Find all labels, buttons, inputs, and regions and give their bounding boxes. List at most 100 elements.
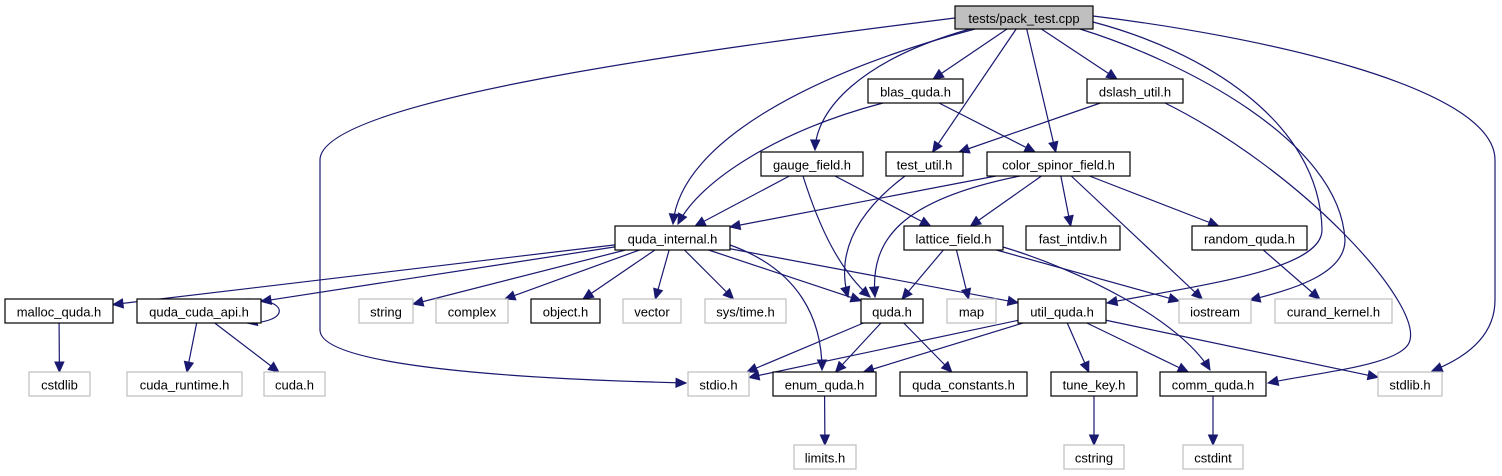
node-box [358,298,414,324]
arrowhead-icon [1200,358,1211,372]
node-enum-quda[interactable]: enum_quda.h [772,371,877,397]
edge-line [729,244,823,371]
node-box[interactable] [1017,298,1107,324]
node-gauge-field[interactable]: gauge_field.h [760,151,864,177]
node-color-spinor-field[interactable]: color_spinor_field.h [986,151,1131,177]
node-box[interactable] [760,151,864,177]
node-blas-quda[interactable]: blas_quda.h [867,78,964,104]
edge-quda-to-quda_constants [903,322,953,373]
node-stdlib: stdlib.h [1377,371,1443,397]
node-box[interactable] [1191,225,1308,251]
node-label: iostream [1190,305,1240,320]
arrowhead-icon [819,434,831,447]
node-box[interactable] [885,151,964,177]
edge-line [863,322,1024,373]
node-box[interactable] [860,298,924,324]
edge-quda_internal-to-malloc_quda [111,244,616,309]
arrowhead-icon [1430,362,1444,373]
edge-line [677,102,884,225]
node-label: string [370,305,402,320]
node-label: map [959,305,984,320]
node-box[interactable] [954,5,1094,30]
edge-dslash_util-to-test_util [957,102,1101,154]
arrowhead-icon [722,287,735,300]
node-box[interactable] [772,371,877,397]
edge-line [835,322,882,373]
node-box [622,298,682,324]
node-object[interactable]: object.h [530,298,601,324]
node-box [946,298,997,324]
node-cstdint: cstdint [1182,444,1244,470]
arrowhead-icon [1206,217,1220,228]
node-pack-test[interactable]: tests/pack_test.cpp [954,5,1094,30]
node-box[interactable] [899,371,1028,397]
node-label: tests/pack_test.cpp [968,11,1079,26]
edge-color_spinor_field-to-iostream [1070,175,1204,300]
edge-line [412,249,626,305]
node-label: enum_quda.h [785,378,865,393]
node-label: complex [448,305,497,320]
node-box[interactable] [1025,225,1121,251]
node-box [704,298,787,324]
edge-quda_internal-to-vector [653,249,670,301]
node-test-util[interactable]: test_util.h [885,151,964,177]
node-label: stdio.h [699,378,737,393]
edge-line [319,17,956,384]
edge-line [214,322,280,373]
node-box[interactable] [136,298,262,324]
node-cstdlib: cstdlib [28,371,91,397]
edge-dslash_util-to-comm_quda [1164,102,1412,386]
arrowhead-icon [1088,434,1100,447]
node-box[interactable] [867,78,964,104]
node-box[interactable] [614,225,731,251]
node-box [1182,444,1244,470]
edge-quda-to-enum_quda [834,322,882,373]
node-tune-key[interactable]: tune_key.h [1050,371,1138,397]
node-comm-quda[interactable]: comm_quda.h [1159,371,1267,397]
node-string: string [358,298,414,324]
node-label: fast_intdiv.h [1039,232,1107,247]
node-malloc-quda[interactable]: malloc_quda.h [4,298,114,324]
edge-util_quda-to-stdio [747,319,1019,381]
node-box[interactable] [1086,78,1184,104]
edge-util_quda-to-tune_key [1066,322,1090,374]
node-dslash-util[interactable]: dslash_util.h [1086,78,1184,104]
edges-layer [54,15,1496,447]
node-map: map [946,298,997,324]
node-box[interactable] [530,298,601,324]
node-random-quda[interactable]: random_quda.h [1191,225,1308,251]
node-box[interactable] [4,298,114,324]
edge-pack_test-to-stdio [319,17,956,389]
node-quda[interactable]: quda.h [860,298,924,324]
arrowhead-icon [840,285,851,299]
arrowhead-icon [932,68,945,80]
arrowhead-icon [747,370,761,381]
arrowhead-icon [918,216,932,227]
edge-line [1026,28,1057,153]
node-fast-intdiv[interactable]: fast_intdiv.h [1025,225,1121,251]
node-label: gauge_field.h [773,158,851,173]
node-lattice-field[interactable]: lattice_field.h [903,225,1004,251]
arrowhead-icon [1266,375,1280,386]
node-label: lattice_field.h [916,232,992,247]
node-box[interactable] [1159,371,1267,397]
edge-quda_cuda_api-to-cuda_runtime [183,322,198,374]
node-quda-internal[interactable]: quda_internal.h [614,225,731,251]
node-systime: sys/time.h [704,298,787,324]
node-quda-constants[interactable]: quda_constants.h [899,371,1028,397]
arrowhead-icon [1167,293,1181,304]
node-limits: limits.h [793,444,857,470]
node-box[interactable] [903,225,1004,251]
node-label: test_util.h [897,158,953,173]
node-label: cstdlib [41,378,78,393]
edge-pack_test-to-util_quda [1092,21,1323,307]
arrowhead-icon [1190,287,1204,300]
node-box[interactable] [1050,371,1138,397]
node-box [1377,371,1443,397]
node-quda-cuda-api[interactable]: quda_cuda_api.h [136,298,262,324]
node-box[interactable] [986,151,1131,177]
edge-line [748,319,1019,379]
node-util-quda[interactable]: util_quda.h [1017,298,1107,324]
edge-pack_test-to-color_spinor_field [1026,28,1059,154]
